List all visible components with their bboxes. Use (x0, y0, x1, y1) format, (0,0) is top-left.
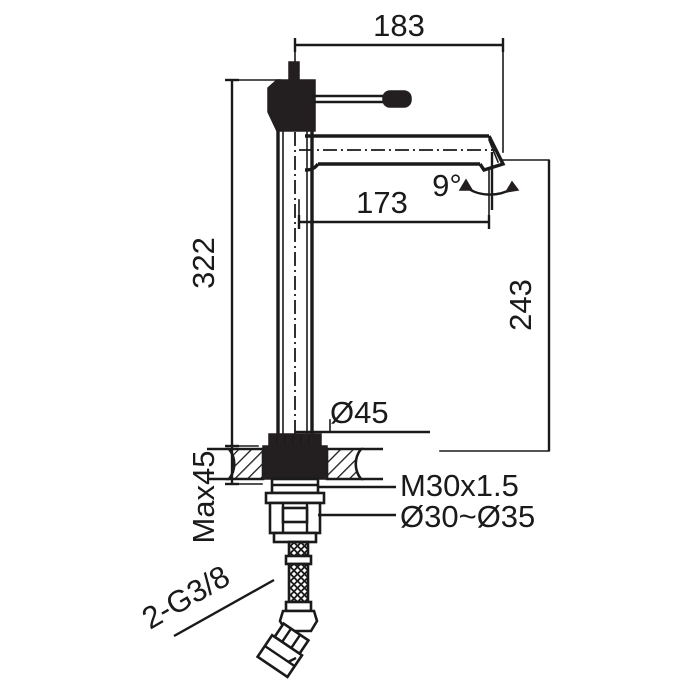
faucet-body-tube (276, 124, 314, 438)
dim-d45-label: Ø45 (330, 395, 389, 430)
body-diameter-callout (295, 419, 430, 434)
dimension-173 (297, 169, 491, 229)
dim-thread-label: M30x1.5 (400, 468, 519, 503)
braided-supply-hose (255, 540, 319, 679)
dim-243-label: 243 (503, 279, 538, 331)
supply-callout-leader (173, 578, 297, 664)
dim-angle-label: 9° (432, 168, 462, 203)
dim-173-label: 173 (356, 185, 408, 220)
dim-max45-label: Max45 (186, 450, 221, 543)
dim-hole-label: Ø30~Ø35 (400, 499, 535, 534)
dimension-322 (225, 78, 281, 448)
mounting-shank-assembly (264, 477, 326, 544)
dim-322-label: 322 (186, 237, 221, 289)
dimension-243 (439, 159, 551, 452)
thread-callout-leaders (318, 485, 396, 517)
dim-supply-label: 2-G3/8 (136, 558, 236, 636)
countertop-deck-section (207, 447, 383, 481)
faucet-spout (299, 134, 506, 173)
dim-183-label: 183 (373, 8, 425, 43)
outlet-angle-callout (458, 152, 520, 210)
faucet-lever-arm (313, 90, 412, 108)
faucet-handle-block (267, 61, 316, 132)
